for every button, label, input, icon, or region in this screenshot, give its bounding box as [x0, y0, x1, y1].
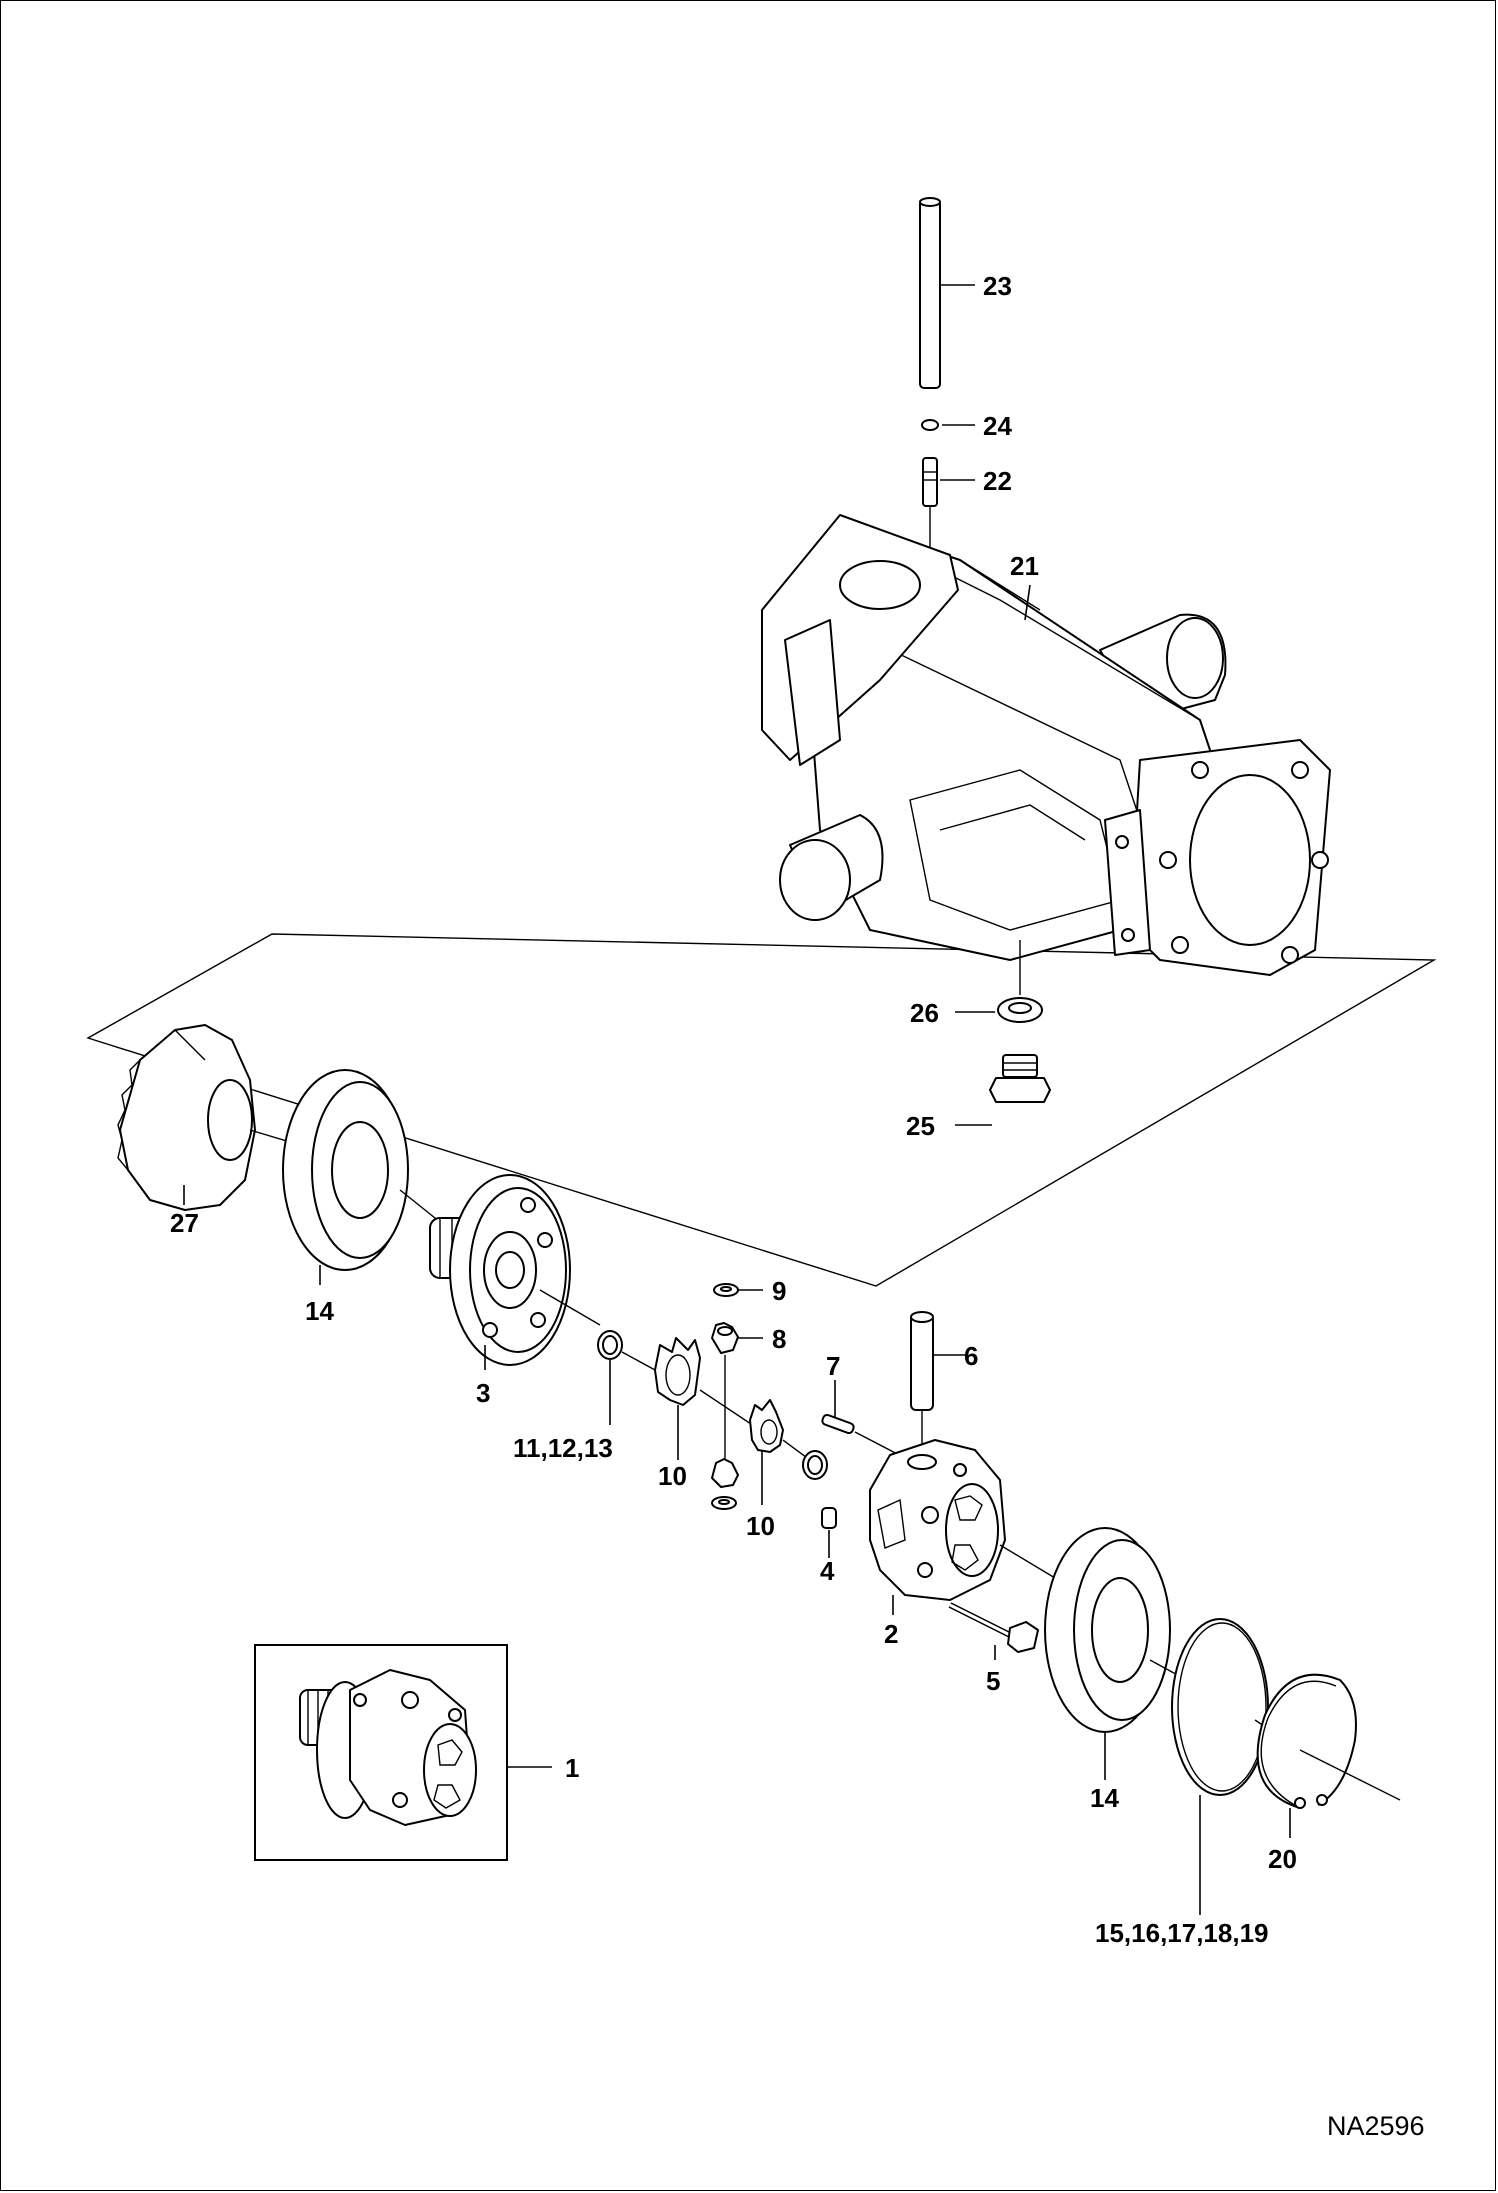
part-27-ring-gear [117, 1024, 256, 1211]
callout-27: 27 [170, 1208, 199, 1238]
part-1-differential-assembly-inset [254, 1644, 508, 1861]
callout-7: 7 [826, 1351, 840, 1381]
figure-reference: NA2596 [1327, 2111, 1425, 2141]
callout-15-16-17-18-19: 15,16,17,18,19 [1095, 1918, 1269, 1948]
part-26-washer [997, 997, 1043, 1023]
part-8-pinion-gear-bottom [711, 1458, 739, 1488]
part-11-13-shim [597, 1330, 623, 1360]
callout-23: 23 [983, 271, 1012, 301]
axis-line-11 [621, 1351, 656, 1371]
part-8-pinion-gear [711, 1322, 739, 1354]
part-22-fitting [922, 457, 938, 507]
callout-25: 25 [906, 1111, 935, 1141]
callout-20: 20 [1268, 1844, 1297, 1874]
callout-3: 3 [476, 1378, 490, 1408]
axis-line-3 [539, 1289, 601, 1326]
callout-2: 2 [884, 1619, 898, 1649]
part-3-flange-hub [429, 1174, 571, 1366]
leader-lines [183, 284, 1291, 1915]
part-14-bearing-left [282, 1069, 409, 1271]
part-20-snap-ring [1256, 1673, 1357, 1809]
callout-10-left: 10 [658, 1461, 687, 1491]
callout-4: 4 [820, 1556, 835, 1586]
part-24-washer [921, 419, 939, 431]
callout-labels: 23 24 22 21 26 25 27 14 3 11,12,13 10 9 … [170, 271, 1297, 1948]
part-25-plug [989, 1054, 1051, 1103]
callout-24: 24 [983, 411, 1012, 441]
axis-line-20 [1299, 1749, 1401, 1801]
callout-1: 1 [565, 1753, 579, 1783]
part-4-dowel [821, 1507, 837, 1529]
callout-6: 6 [964, 1341, 978, 1371]
part-9-thrust-washer-bottom [711, 1496, 737, 1510]
part-2-differential-case [869, 1439, 1006, 1601]
part-10-side-gear-left [654, 1337, 701, 1406]
part-shim-right [802, 1450, 828, 1480]
part-9-thrust-washer [713, 1283, 739, 1297]
callout-22: 22 [983, 466, 1012, 496]
callout-26: 26 [910, 998, 939, 1028]
callout-5: 5 [986, 1666, 1000, 1696]
part-5-bolt [948, 1602, 1039, 1653]
part-7-pin [821, 1413, 855, 1435]
callout-10-right: 10 [746, 1511, 775, 1541]
callout-14-left: 14 [305, 1296, 334, 1326]
part-21-axle-housing [761, 514, 1331, 976]
part-15-19-shim-ring [1171, 1618, 1269, 1796]
part-10-side-gear-right [749, 1399, 784, 1453]
callout-21: 21 [1010, 551, 1039, 581]
callout-8: 8 [772, 1324, 786, 1354]
callout-11-12-13: 11,12,13 [513, 1433, 613, 1463]
explosion-plane-outline [86, 933, 1437, 1287]
part-6-cross-shaft [910, 1311, 934, 1411]
callout-9: 9 [772, 1276, 786, 1306]
part-23-tube [919, 197, 941, 389]
callout-14-right: 14 [1090, 1783, 1119, 1813]
part-14-bearing-right [1044, 1527, 1171, 1733]
